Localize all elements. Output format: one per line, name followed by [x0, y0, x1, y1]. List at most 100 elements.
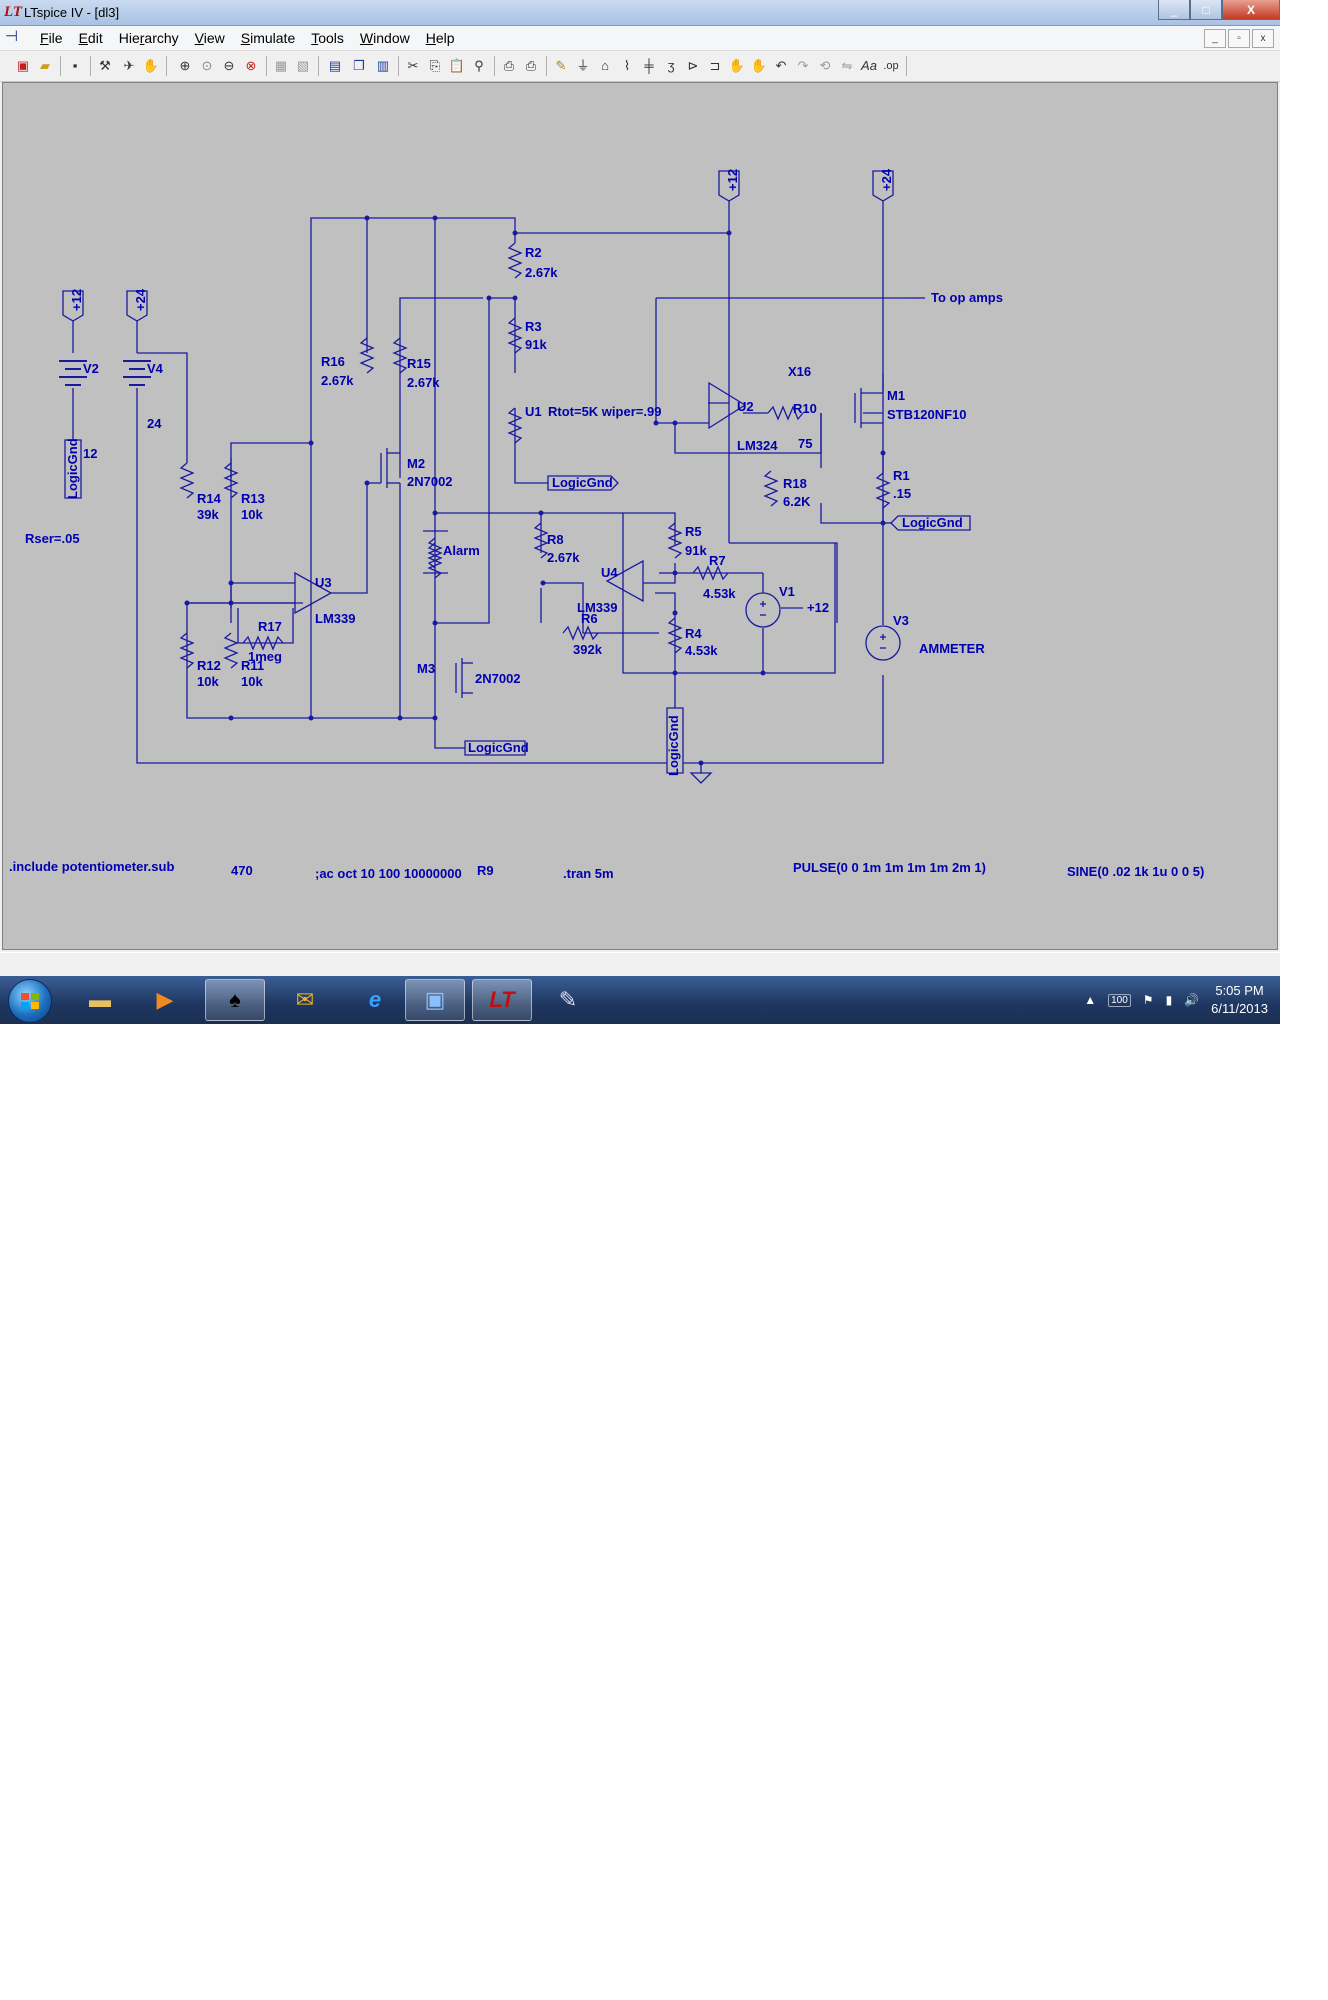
tray-badge[interactable]: 100: [1108, 993, 1131, 1007]
new-schematic-icon[interactable]: ▣: [16, 58, 30, 73]
menu-file[interactable]: File: [40, 30, 63, 46]
v2-name: V2: [83, 361, 99, 376]
r9-label: R9: [477, 863, 494, 878]
r7-name: R7: [709, 553, 726, 568]
schematic-canvas[interactable]: +12 +24 +12 +24 LogicGnd LogicGnd LogicG…: [2, 82, 1278, 950]
r2-name: R2: [525, 245, 542, 260]
show-hidden-icons-icon[interactable]: ▲: [1084, 993, 1097, 1007]
paste-icon[interactable]: 📋: [448, 58, 466, 73]
zoom-in-icon[interactable]: ⊕: [179, 58, 191, 73]
schematic-drawing[interactable]: +12 +24 +12 +24 LogicGnd LogicGnd LogicG…: [3, 83, 1277, 949]
v1-name: V1: [779, 584, 795, 599]
capacitor-icon[interactable]: ╪: [644, 58, 654, 73]
network-signal-icon[interactable]: ▮: [1165, 993, 1173, 1007]
media-player-app-icon[interactable]: ▶: [156, 987, 174, 1012]
zoom-fit-icon[interactable]: ⊗: [245, 58, 257, 73]
flag-u2-plus12: +12: [725, 169, 740, 191]
redo-icon[interactable]: ↷: [797, 58, 809, 73]
solitaire-app-icon[interactable]: ♠: [205, 979, 265, 1021]
r1-name: R1: [893, 468, 910, 483]
tile-vertical-icon[interactable]: ▥: [376, 58, 390, 73]
flag-logicgnd-r4: LogicGnd: [666, 715, 681, 776]
ltspice-app-icon[interactable]: LT: [472, 979, 532, 1021]
alarm-label: Alarm: [443, 543, 480, 558]
text-icon[interactable]: Aa: [861, 58, 877, 73]
network-app-icon[interactable]: ▣: [405, 979, 465, 1021]
minimize-button[interactable]: _: [1158, 0, 1190, 20]
inductor-icon[interactable]: ʒ: [667, 58, 675, 73]
sine-source: SINE(0 .02 1k 1u 0 0 5): [1067, 864, 1204, 879]
zoom-out-icon[interactable]: ⊖: [223, 58, 235, 73]
autorange-icon[interactable]: ▦: [274, 58, 288, 73]
ground-icon[interactable]: ⏚: [576, 58, 590, 73]
find-icon[interactable]: ⚲: [474, 58, 484, 73]
pan-icon[interactable]: ⊙: [201, 58, 213, 73]
m2-name: M2: [407, 456, 425, 471]
draw-wire-icon[interactable]: ✎: [555, 58, 567, 73]
move-icon[interactable]: ✋: [728, 58, 746, 73]
u4-name: U4: [601, 565, 618, 580]
halt-icon[interactable]: ✋: [142, 58, 160, 73]
print-icon[interactable]: ⎙: [525, 58, 537, 73]
run-icon[interactable]: ✈: [123, 58, 135, 73]
control-panel-icon[interactable]: ⚒: [99, 58, 111, 73]
undo-icon[interactable]: ↶: [775, 58, 787, 73]
action-center-flag-icon[interactable]: ⚑: [1142, 993, 1154, 1007]
r6-name: R6: [581, 611, 598, 626]
doc-restore-button[interactable]: ▫: [1228, 29, 1250, 48]
r1-value: .15: [893, 486, 911, 501]
r17-name: R17: [258, 619, 282, 634]
paint-app-icon[interactable]: ✎: [558, 987, 578, 1012]
r5-value: 91k: [685, 543, 707, 558]
u2-name: U2: [737, 399, 754, 414]
ac-directive: ;ac oct 10 100 10000000: [315, 866, 462, 881]
label-net-icon[interactable]: ⌂: [601, 58, 609, 73]
flag-m1-plus24: +24: [879, 168, 894, 191]
component-icon[interactable]: ⊐: [709, 58, 721, 73]
schematic-doc-icon[interactable]: ⊣: [5, 28, 19, 45]
drag-icon[interactable]: ✋: [750, 58, 768, 73]
menu-simulate[interactable]: Simulate: [240, 30, 296, 46]
folder-app-icon[interactable]: ▬: [89, 987, 111, 1012]
v3-name: V3: [893, 613, 909, 628]
r3-name: R3: [525, 319, 542, 334]
print-preview-icon[interactable]: ⎙: [503, 58, 515, 73]
menu-hierarchy[interactable]: Hierarchy: [118, 30, 179, 46]
menu-window[interactable]: Window: [359, 30, 410, 46]
save-icon[interactable]: ▪: [72, 58, 78, 73]
menu-help[interactable]: Help: [425, 30, 455, 46]
u2-value: LM324: [737, 438, 778, 453]
outlook-app-icon[interactable]: ✉: [295, 987, 315, 1012]
clock[interactable]: 5:05 PM 6/11/2013: [1211, 982, 1268, 1018]
v4-name: V4: [147, 361, 164, 376]
menu-view[interactable]: View: [194, 30, 225, 46]
volume-icon[interactable]: 🔊: [1184, 993, 1200, 1007]
u1-name: U1: [525, 404, 542, 419]
cut-icon[interactable]: ✂: [407, 58, 419, 73]
menu-edit[interactable]: Edit: [78, 30, 103, 46]
m1-value: STB120NF10: [887, 407, 966, 422]
tile-horizontal-icon[interactable]: ▤: [328, 58, 342, 73]
flag-v4-plus24: +24: [133, 288, 148, 311]
copy-icon[interactable]: ⎘: [429, 58, 441, 73]
r13-name: R13: [241, 491, 265, 506]
zoom-back-icon[interactable]: ▧: [296, 58, 310, 73]
clock-date: 6/11/2013: [1211, 1001, 1268, 1016]
diode-icon[interactable]: ⊳: [687, 58, 699, 73]
resistor-icon[interactable]: ⌇: [623, 58, 631, 73]
doc-minimize-button[interactable]: _: [1204, 29, 1226, 48]
open-folder-icon[interactable]: ▰: [40, 58, 50, 73]
mirror-icon[interactable]: ⇋: [841, 58, 853, 73]
spice-directive-icon[interactable]: .op: [883, 60, 899, 72]
close-button[interactable]: X: [1222, 0, 1280, 20]
start-button[interactable]: [8, 979, 52, 1023]
ltspice-logo-icon: LT: [4, 4, 23, 20]
internet-explorer-app-icon[interactable]: e: [368, 987, 382, 1012]
menu-bar: ⊣ File Edit Hierarchy View Simulate Tools Wind…: [0, 26, 1280, 51]
menu-tools[interactable]: Tools: [311, 30, 344, 46]
rotate-icon[interactable]: ⟲: [819, 58, 831, 73]
maximize-button[interactable]: □: [1190, 0, 1222, 20]
v2-value: 12: [83, 446, 97, 461]
cascade-icon[interactable]: ❐: [353, 58, 365, 73]
doc-close-button[interactable]: x: [1252, 29, 1274, 48]
